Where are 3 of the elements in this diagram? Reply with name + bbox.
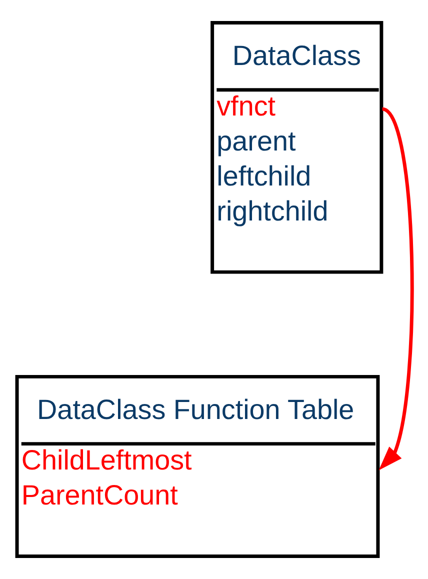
- node-box: DataClass Function Table ChildLeftmost ParentCount: [15, 374, 380, 558]
- arrow: [378, 108, 414, 470]
- node-box: DataClass vfnct parent leftchild rightchild: [210, 20, 384, 274]
